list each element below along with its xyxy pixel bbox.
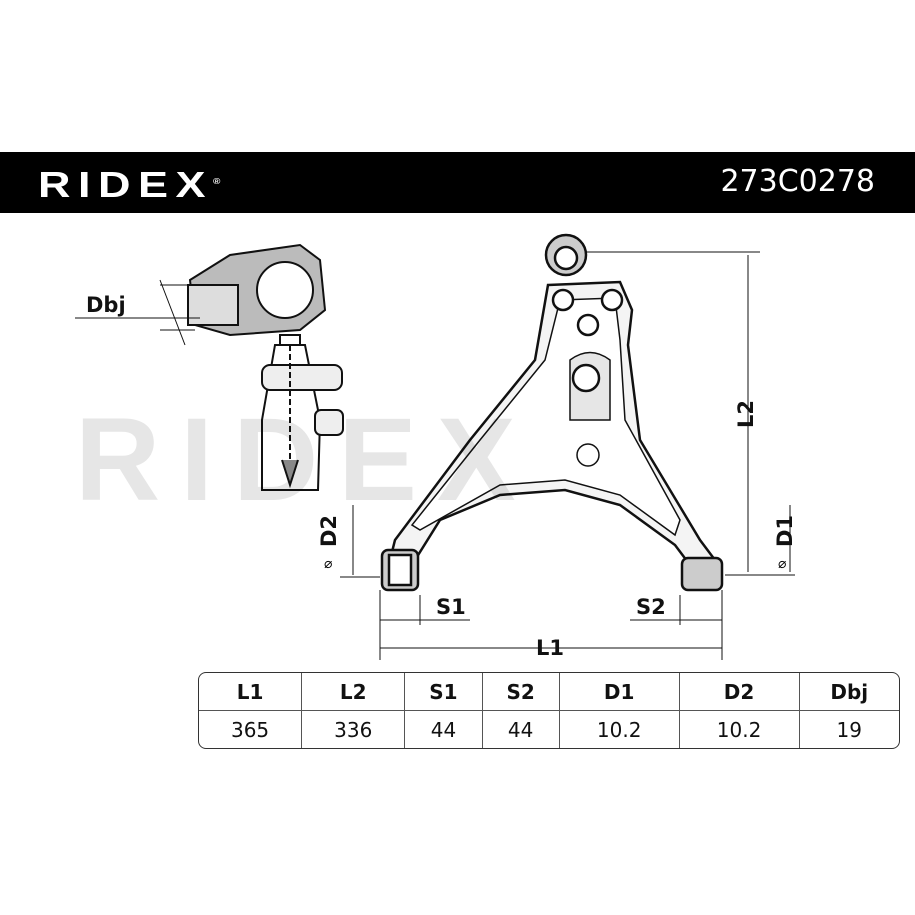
spec-table-header-row: L1 L2 S1 S2 D1 D2 Dbj	[199, 673, 899, 711]
value-cell: 10.2	[680, 711, 800, 748]
dim-label-s1: S1	[436, 595, 466, 619]
part-number: 273C0278	[720, 164, 875, 199]
dim-label-d2: D2	[317, 515, 341, 547]
dim-label-d1: D1	[773, 515, 797, 547]
value-cell: 44	[405, 711, 483, 748]
header-cell: L1	[199, 673, 303, 711]
spec-table: L1 L2 S1 S2 D1 D2 Dbj 365 336 44 44 10.2…	[198, 672, 900, 749]
brand-logo: RIDEX®	[38, 164, 221, 205]
dim-label-s2: S2	[636, 595, 666, 619]
header-cell: S1	[405, 673, 483, 711]
header-cell: D2	[679, 673, 800, 711]
value-cell: 44	[483, 711, 560, 748]
value-cell: 365	[199, 711, 303, 748]
ball-joint-view	[187, 243, 344, 491]
value-cell: 19	[836, 717, 862, 742]
value-cell: 10.2	[560, 711, 680, 748]
spec-table-value-row: 365 336 44 44 10.2 10.2 19	[199, 711, 899, 748]
dim-label-l1: L1	[536, 636, 564, 660]
header-cell: S2	[482, 673, 560, 711]
header-band	[0, 152, 915, 213]
brand-name: RIDEX	[38, 164, 214, 205]
dimension-lines	[340, 251, 795, 660]
diameter-symbol-d1: ⌀	[778, 556, 787, 572]
diameter-symbol-d2: ⌀	[324, 556, 333, 572]
control-arm	[380, 233, 724, 592]
header-cell: D1	[559, 673, 680, 711]
dim-label-dbj: Dbj	[86, 293, 126, 317]
value-cell: 336	[302, 711, 406, 748]
dim-label-l2: L2	[734, 400, 758, 428]
header-cell: Dbj	[799, 673, 899, 711]
header-cell: L2	[302, 673, 406, 711]
